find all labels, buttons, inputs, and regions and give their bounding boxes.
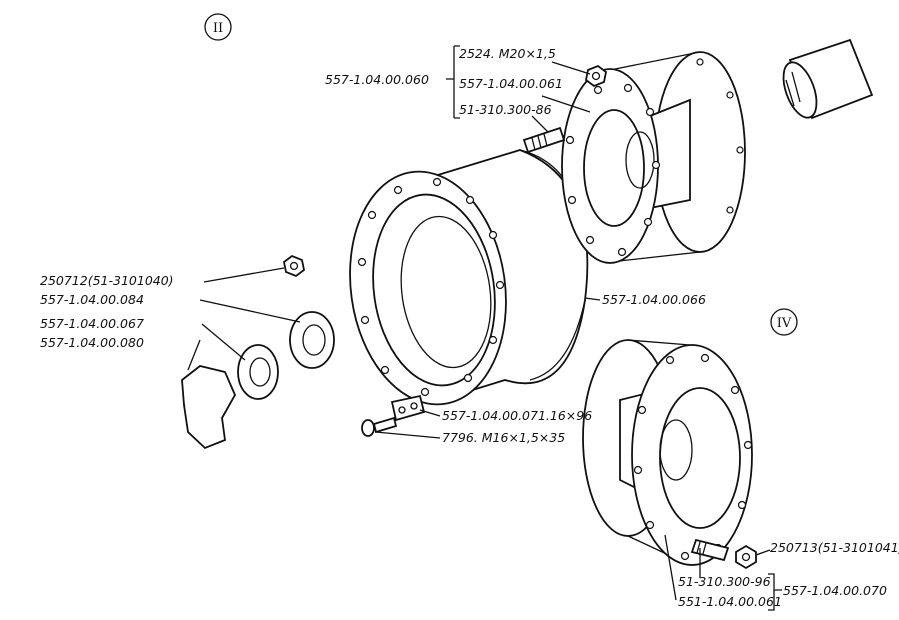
label-nut-m20: 2524. M20×1,5 bbox=[459, 46, 556, 61]
hub-top bbox=[561, 51, 746, 264]
label-drum: 557-1.04.00.066 bbox=[602, 292, 706, 307]
label-washer-2: 557-1.04.00.067 bbox=[40, 316, 144, 331]
bracket-plate bbox=[390, 394, 426, 422]
label-assembly-bottom: 557-1.04.00.070 bbox=[783, 583, 887, 598]
leader-lines bbox=[187, 45, 782, 611]
washer-2 bbox=[237, 344, 279, 400]
view-iv-label: IV bbox=[777, 316, 792, 331]
label-washer-1: 557-1.04.00.084 bbox=[40, 292, 144, 307]
nut-left bbox=[283, 254, 305, 278]
label-cap: 557-1.04.00.080 bbox=[40, 335, 144, 350]
view-marker-iv: IV bbox=[770, 308, 798, 336]
view-marker-ii: II bbox=[204, 13, 232, 41]
brake-drum bbox=[349, 149, 589, 406]
label-assembly-top: 557-1.04.00.060 bbox=[325, 72, 429, 87]
hub-cap bbox=[181, 365, 237, 450]
washer-1 bbox=[289, 311, 335, 369]
label-nut-right: 250713(51-3101041) bbox=[770, 540, 899, 555]
view-ii-label: II bbox=[213, 21, 223, 36]
stud-bottom bbox=[690, 538, 730, 562]
bolt bbox=[361, 416, 398, 437]
label-stud-top-part: 557-1.04.00.061 bbox=[459, 76, 563, 91]
bushing-part bbox=[782, 38, 874, 120]
label-stud-bottom-part: 551-1.04.00.061 bbox=[678, 594, 782, 609]
hub-bottom bbox=[582, 339, 753, 566]
nut-right bbox=[735, 544, 757, 570]
label-bolt: 7796. M16×1,5×35 bbox=[442, 430, 565, 445]
stud-top bbox=[522, 126, 566, 154]
label-plate: 557-1.04.00.071.16×96 bbox=[442, 408, 592, 423]
label-stud-top: 51-310.300-86 bbox=[459, 102, 552, 117]
drum-holes bbox=[357, 177, 505, 397]
label-nut-left: 250712(51-3101040) bbox=[40, 273, 174, 288]
nut-m20 bbox=[585, 64, 607, 88]
label-stud-bottom: 51-310.300-96 bbox=[678, 574, 771, 589]
